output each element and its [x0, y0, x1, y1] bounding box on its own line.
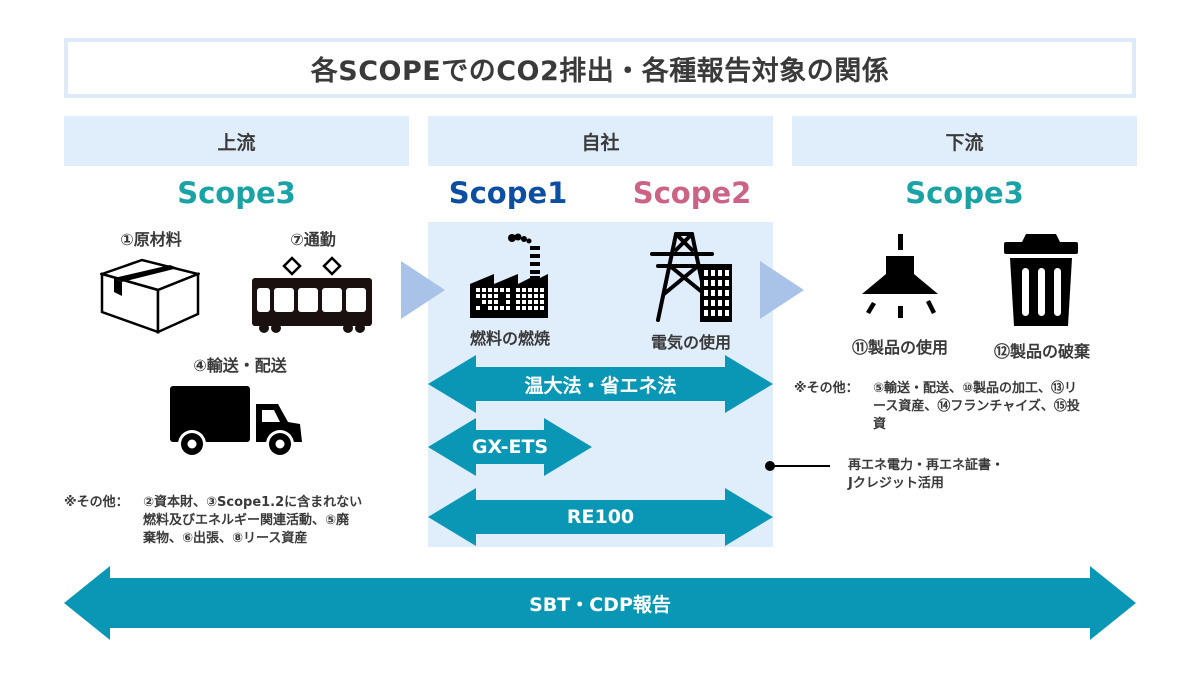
arrow-gx-ets-label: GX-ETS [471, 436, 549, 458]
diagram-title: 各SCOPEでのCO2排出・各種報告対象の関係 [310, 55, 890, 87]
trash-can-icon [1002, 232, 1080, 328]
box-icon [100, 256, 200, 334]
upstream-header-label: 上流 [217, 131, 256, 154]
scope2-label: Scope2 [632, 176, 752, 210]
arrow-gx-ets: GX-ETS [428, 418, 592, 476]
train-icon [252, 256, 372, 334]
item-commuting-label: ⑦通勤 [290, 230, 336, 249]
arrow-re100-label: RE100 [566, 506, 635, 528]
arrow-re100: RE100 [428, 488, 773, 546]
downstream-note-line-1: ⑤輸送・配送、⑩製品の加工、⑬リ [873, 381, 1078, 396]
upstream-note-line-3: 棄物、⑥出張、⑧リース資産 [143, 531, 308, 546]
upstream-scope3-label: Scope3 [177, 176, 296, 210]
arrow-ondaiho-shoeneho: 温大法・省エネ法 [428, 355, 773, 413]
callout-line-1: 再エネ電力・再エネ証書・ [848, 458, 1005, 473]
arrow-sbt-cdp-label: SBT・CDP報告 [529, 593, 671, 616]
item-product-disposal-label: ⑫製品の破棄 [993, 342, 1090, 361]
upstream-note-prefix: ※その他： [64, 495, 129, 510]
ceiling-lamp-icon [858, 232, 942, 320]
upstream-note-line-1: ②資本財、③Scope1.2に含まれない [143, 495, 363, 510]
upstream-note-line-2: 燃料及びエネルギー関連活動、⑤廃 [143, 513, 350, 528]
item-electricity-use-label: 電気の使用 [650, 333, 731, 352]
flow-arrow-upstream-to-company [401, 261, 445, 319]
downstream-header: 下流 [792, 116, 1137, 166]
arrow-ondaiho-shoeneho-label: 温大法・省エネ法 [524, 374, 677, 397]
downstream-note-prefix: ※その他： [794, 381, 859, 396]
item-raw-materials-label: ①原材料 [120, 230, 182, 249]
item-product-use-label: ⑪製品の使用 [851, 338, 948, 357]
factory-icon [468, 232, 552, 320]
company-header-label: 自社 [581, 131, 620, 154]
diagram-title-box: 各SCOPEでのCO2排出・各種報告対象の関係 [64, 38, 1136, 98]
upstream-header: 上流 [64, 116, 409, 166]
arrow-sbt-cdp: SBT・CDP報告 [64, 566, 1136, 640]
power-tower-building-icon [650, 232, 734, 324]
downstream-scope3-label: Scope3 [905, 176, 1024, 210]
truck-icon [168, 384, 306, 460]
downstream-note-line-3: 資 [873, 417, 887, 432]
company-header: 自社 [428, 116, 773, 166]
callout-line [770, 465, 830, 467]
downstream-header-label: 下流 [945, 131, 984, 154]
item-fuel-combustion-label: 燃料の燃焼 [469, 329, 550, 348]
scope1-label: Scope1 [448, 176, 568, 210]
callout-line-2: Jクレジット活用 [848, 476, 944, 491]
item-transport-label: ④輸送・配送 [193, 356, 287, 375]
downstream-note-line-2: ース資産、⑭フランチャイズ、⑮投 [873, 399, 1080, 414]
flow-arrow-company-to-downstream [760, 261, 804, 319]
